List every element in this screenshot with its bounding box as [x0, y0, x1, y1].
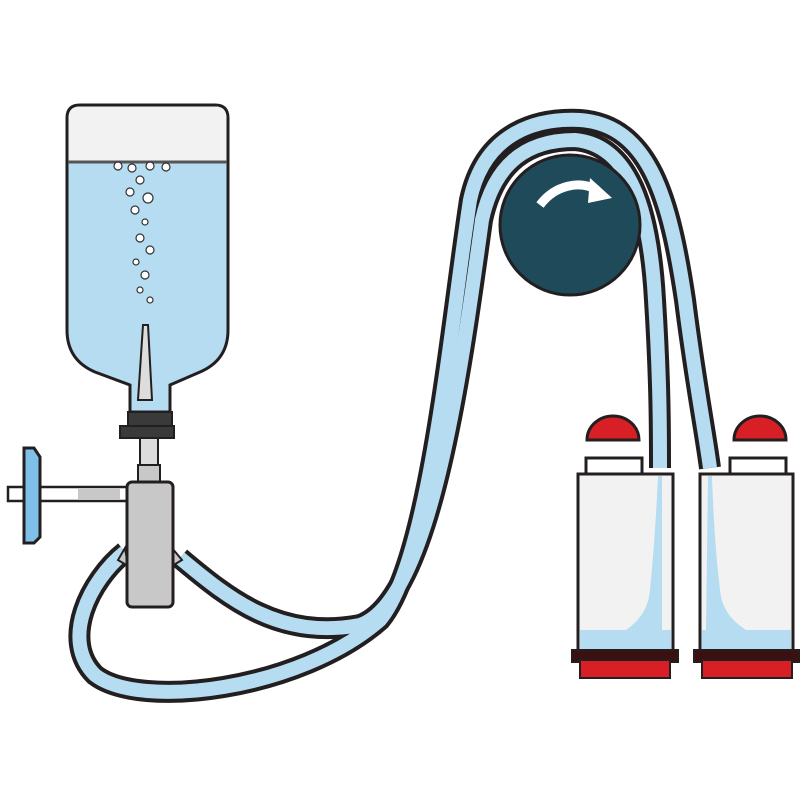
filter [22, 446, 42, 545]
collection-canister-left [571, 414, 679, 679]
bubbles [113, 161, 171, 304]
source-bottle [65, 103, 230, 439]
peristaltic-pump [498, 153, 642, 297]
tubing [68, 108, 721, 703]
collection-canister-right [693, 414, 800, 679]
rotation-arrow-icon [536, 178, 612, 208]
